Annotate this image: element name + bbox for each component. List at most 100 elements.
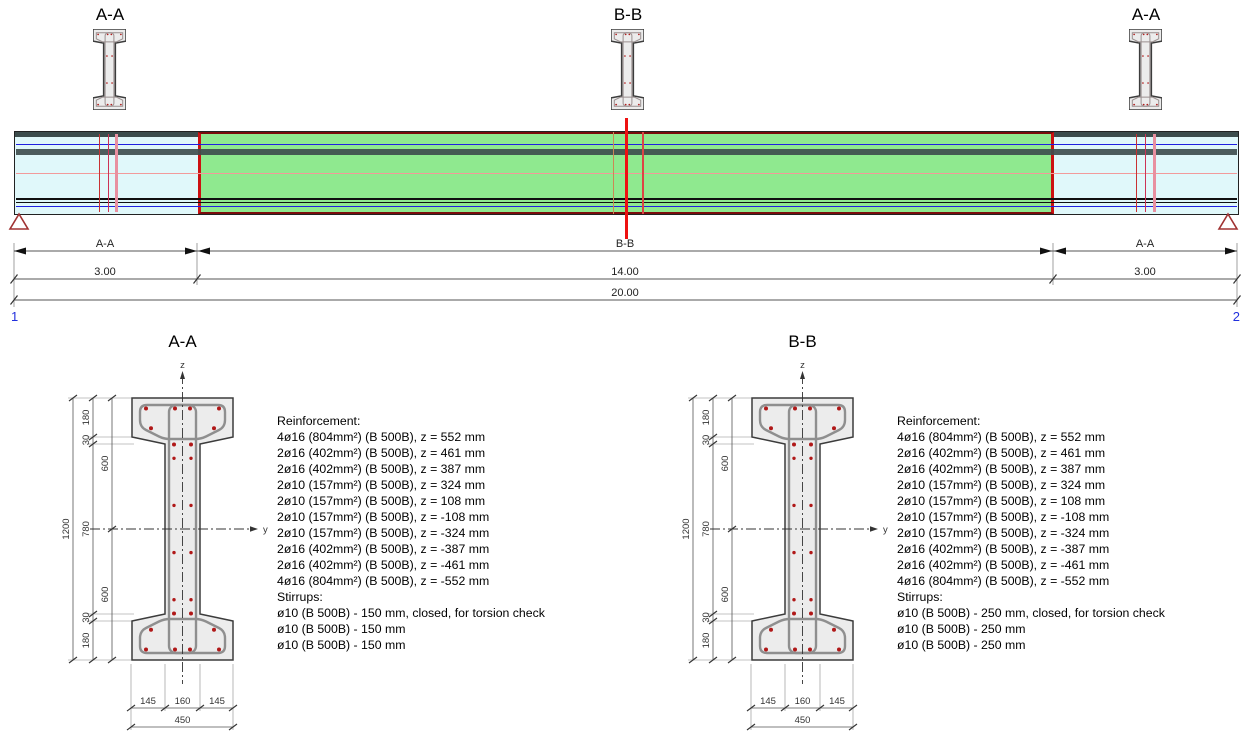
stirrup-line-left-2 xyxy=(108,134,110,212)
rebar-dots xyxy=(1133,33,1158,106)
i-section-icon xyxy=(1129,29,1162,110)
dim-bottom-left: 145 xyxy=(760,696,776,707)
section-title-bb: B-B xyxy=(788,332,817,351)
y-axis-label: y xyxy=(883,525,888,536)
z-axis-arrow xyxy=(800,371,805,379)
rebar-line: 4ø16 (804mm²) (B 500B), z = -552 mm xyxy=(277,574,490,588)
section-marker-label-bb: B-B xyxy=(613,5,643,24)
section-drawing-aa[interactable]: 1200 180 30 780 30 180 600 600 z xyxy=(60,358,300,738)
rebar-dots xyxy=(615,33,640,106)
zone-label-aa-right: A-A xyxy=(1136,238,1155,250)
rebar-line: 2ø10 (157mm²) (B 500B), z = -324 mm xyxy=(277,526,490,540)
section-marker-label-aa-left: A-A xyxy=(95,5,125,24)
stirrup-line: ø10 (B 500B) - 150 mm xyxy=(277,622,406,636)
reinforcement-text-aa: Reinforcement: 4ø16 (804mm²) (B 500B), z… xyxy=(277,413,617,653)
stirrup-line-left-1 xyxy=(99,134,101,212)
dim-bottom-web: 160 xyxy=(795,696,811,707)
stirrup-line: ø10 (B 500B) - 150 mm, closed, for torsi… xyxy=(277,606,545,620)
rebar-line: 2ø10 (157mm²) (B 500B), z = -108 mm xyxy=(897,510,1110,524)
dim-half-bottom: 600 xyxy=(720,587,731,603)
z-axis-label: z xyxy=(800,360,805,371)
dim-bottom-left: 145 xyxy=(140,696,156,707)
stirrup-line-mid-1 xyxy=(613,132,615,214)
rebar-dots xyxy=(97,33,122,106)
rebar-line: 4ø16 (804mm²) (B 500B), z = 552 mm xyxy=(897,430,1106,444)
support-icon-left xyxy=(8,212,30,230)
rebar-line: 2ø10 (157mm²) (B 500B), z = -324 mm xyxy=(897,526,1110,540)
dim-flange-top: 180 xyxy=(81,410,92,426)
z-axis-label: z xyxy=(180,360,185,371)
stirrup-line-left-3 xyxy=(115,134,118,212)
rebar-line: 2ø16 (402mm²) (B 500B), z = 387 mm xyxy=(897,462,1106,476)
rebar-line: 2ø10 (157mm²) (B 500B), z = 324 mm xyxy=(277,478,486,492)
top-chord-band-left xyxy=(15,132,198,137)
dim-haunch-bottom: 30 xyxy=(701,612,712,623)
support-icon-right xyxy=(1217,212,1239,230)
dim-half-top: 600 xyxy=(720,456,731,472)
stirrups-header: Stirrups: xyxy=(277,590,323,604)
rebar-line: 2ø16 (402mm²) (B 500B), z = -387 mm xyxy=(277,542,490,556)
dim-half-top: 600 xyxy=(100,456,111,472)
i-section-icon xyxy=(93,29,126,110)
dim-height-total: 1200 xyxy=(681,518,692,539)
dim-flange-bottom: 180 xyxy=(701,633,712,649)
rebar-line: 2ø16 (402mm²) (B 500B), z = -387 mm xyxy=(897,542,1110,556)
zone-length-right: 3.00 xyxy=(1134,266,1155,278)
y-axis-arrow xyxy=(250,526,258,532)
dim-bottom-right: 145 xyxy=(209,696,225,707)
rebar-line: 2ø10 (157mm²) (B 500B), z = 108 mm xyxy=(277,494,486,508)
dim-web-clear: 780 xyxy=(701,521,712,537)
dim-flange-bottom: 180 xyxy=(81,633,92,649)
section-drawing-bb[interactable]: 1200 180 30 780 30 180 600 600 z y xyxy=(680,358,920,738)
dim-bottom-right: 145 xyxy=(829,696,845,707)
stirrup-line-right-2 xyxy=(1145,134,1147,212)
rebar-line: 2ø10 (157mm²) (B 500B), z = 324 mm xyxy=(897,478,1106,492)
rebar-line: 2ø10 (157mm²) (B 500B), z = -108 mm xyxy=(277,510,490,524)
zone-length-middle: 14.00 xyxy=(611,266,639,278)
rebar-line: 2ø10 (157mm²) (B 500B), z = 108 mm xyxy=(897,494,1106,508)
stirrup-line: ø10 (B 500B) - 250 mm xyxy=(897,622,1026,636)
dim-bottom-web: 160 xyxy=(175,696,191,707)
rebar-line: 4ø16 (804mm²) (B 500B), z = 552 mm xyxy=(277,430,486,444)
rebar-line: 2ø16 (402mm²) (B 500B), z = -461 mm xyxy=(897,558,1110,572)
z-axis-arrow xyxy=(180,371,185,379)
dim-haunch-top: 30 xyxy=(701,435,712,446)
rebar-line: 2ø16 (402mm²) (B 500B), z = 387 mm xyxy=(277,462,486,476)
dim-haunch-bottom: 30 xyxy=(81,612,92,623)
rebar-dots xyxy=(764,406,841,652)
rebar-line: 2ø16 (402mm²) (B 500B), z = 461 mm xyxy=(897,446,1106,460)
dim-web-clear: 780 xyxy=(81,521,92,537)
dim-half-bottom: 600 xyxy=(100,587,111,603)
dim-flange-top: 180 xyxy=(701,410,712,426)
section-title-aa: A-A xyxy=(168,332,197,351)
node-label-end: 2 xyxy=(1233,309,1240,324)
stirrups-header: Stirrups: xyxy=(897,590,943,604)
zone-label-bb: B-B xyxy=(616,238,634,250)
i-section-icon xyxy=(611,29,644,110)
zone-length-left: 3.00 xyxy=(94,266,115,278)
section-marker-label-aa-right: A-A xyxy=(1131,5,1161,24)
dim-haunch-top: 30 xyxy=(81,435,92,446)
total-length-label: 20.00 xyxy=(611,287,639,299)
stirrup-line: ø10 (B 500B) - 150 mm xyxy=(277,638,406,652)
y-axis-arrow xyxy=(870,526,878,532)
stirrup-line-mid-2 xyxy=(642,132,644,214)
y-axis-label: y xyxy=(263,525,268,536)
section-cut-line-bb[interactable] xyxy=(624,118,628,239)
zone-label-aa-left: A-A xyxy=(96,238,115,250)
stirrup-line: ø10 (B 500B) - 250 mm xyxy=(897,638,1026,652)
stirrup-line-right-3 xyxy=(1153,134,1156,212)
rebar-dots xyxy=(144,406,221,652)
dim-width-total: 450 xyxy=(175,715,191,726)
rebar-line: 2ø16 (402mm²) (B 500B), z = -461 mm xyxy=(277,558,490,572)
stirrup-line-right-1 xyxy=(1136,134,1138,212)
node-label-start: 1 xyxy=(11,309,18,324)
stirrup-line: ø10 (B 500B) - 250 mm, closed, for torsi… xyxy=(897,606,1165,620)
dim-height-total: 1200 xyxy=(61,518,72,539)
reinforcement-text-bb: Reinforcement: 4ø16 (804mm²) (B 500B), z… xyxy=(897,413,1237,653)
reinforcement-header: Reinforcement: xyxy=(897,414,981,428)
dim-width-total: 450 xyxy=(795,715,811,726)
rebar-line: 2ø16 (402mm²) (B 500B), z = 461 mm xyxy=(277,446,486,460)
rebar-line: 4ø16 (804mm²) (B 500B), z = -552 mm xyxy=(897,574,1110,588)
